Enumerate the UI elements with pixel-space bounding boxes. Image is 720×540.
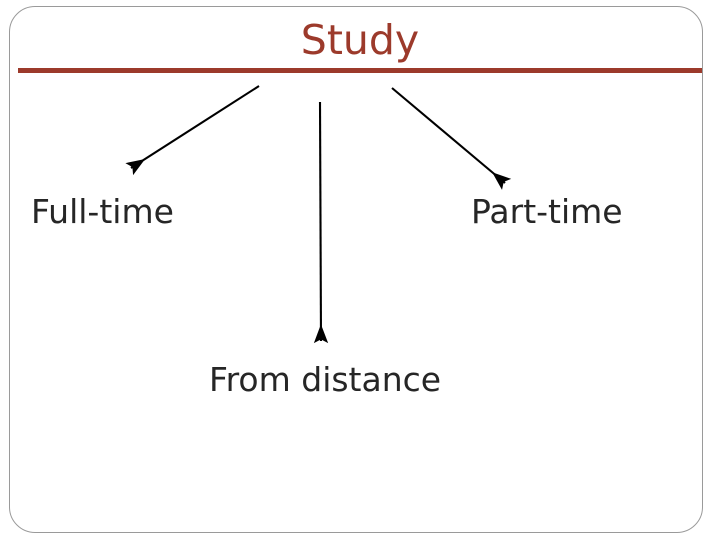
node-label-part-time: Part-time bbox=[471, 192, 623, 231]
title-underline-rule bbox=[18, 68, 702, 73]
node-label-full-time: Full-time bbox=[31, 192, 174, 231]
node-label-from-distance: From distance bbox=[209, 360, 442, 399]
slide-frame-border bbox=[9, 6, 703, 533]
page-title: Study bbox=[300, 16, 420, 64]
